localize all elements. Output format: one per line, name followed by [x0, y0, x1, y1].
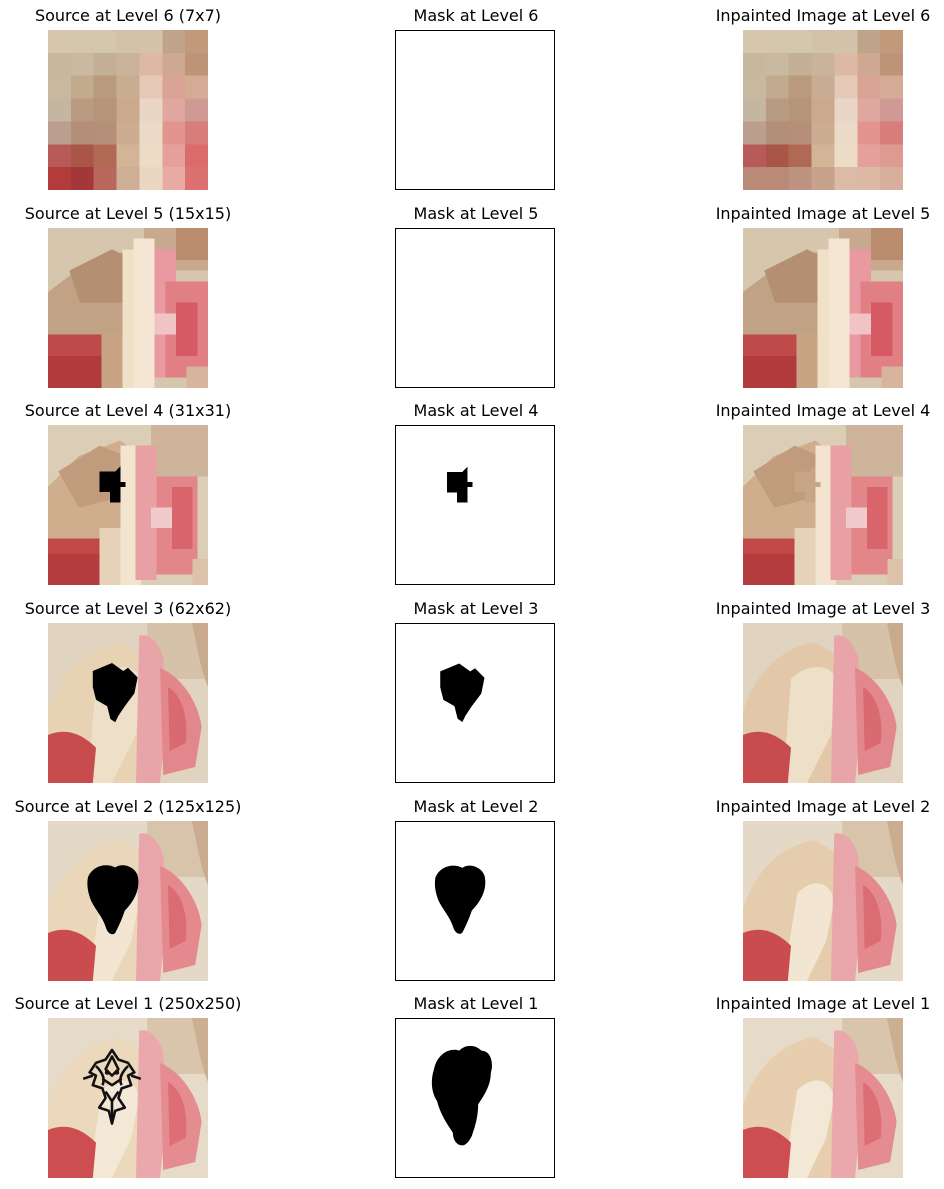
mask-title: Mask at Level 4: [413, 401, 539, 420]
source-image-level-6: [48, 30, 208, 190]
inpainted-image-level-2: [743, 821, 903, 981]
inpainted-image-level-6: [743, 30, 903, 190]
mask-image-level-3: [395, 623, 555, 783]
inpainted-image-level-5: [743, 228, 903, 388]
mask-image-level-5: [395, 228, 555, 388]
tattoo-pattern: [82, 1048, 142, 1125]
mask-title: Mask at Level 1: [413, 994, 539, 1013]
inpainted-image-level-4: [743, 425, 903, 585]
source-title: Source at Level 1 (250x250): [14, 994, 242, 1013]
inpaint-title: Inpainted Image at Level 1: [715, 994, 931, 1013]
source-image-level-2: [48, 821, 208, 981]
mask-title: Mask at Level 6: [413, 6, 539, 25]
inpaint-title: Inpainted Image at Level 3: [715, 599, 931, 618]
source-title: Source at Level 3 (62x62): [24, 599, 232, 618]
mask-image-level-2: [395, 821, 555, 981]
inpaint-title: Inpainted Image at Level 4: [715, 401, 931, 420]
inpainted-image-level-1: [743, 1018, 903, 1178]
inpaint-title: Inpainted Image at Level 2: [715, 797, 931, 816]
source-image-level-5: [48, 228, 208, 388]
source-title: Source at Level 2 (125x125): [14, 797, 242, 816]
inpaint-title: Inpainted Image at Level 6: [715, 6, 931, 25]
source-image-level-4: [48, 425, 208, 585]
source-title: Source at Level 4 (31x31): [24, 401, 232, 420]
source-title: Source at Level 6 (7x7): [34, 6, 222, 25]
mask-title: Mask at Level 3: [413, 599, 539, 618]
source-title: Source at Level 5 (15x15): [24, 204, 232, 223]
mask-title: Mask at Level 2: [413, 797, 539, 816]
inpainted-image-level-3: [743, 623, 903, 783]
mask-title: Mask at Level 5: [413, 204, 539, 223]
mask-image-level-6: [395, 30, 555, 190]
source-image-level-3: [48, 623, 208, 783]
mask-image-level-1: [395, 1018, 555, 1178]
mask-image-level-4: [395, 425, 555, 585]
inpaint-title: Inpainted Image at Level 5: [715, 204, 931, 223]
source-image-level-1: [48, 1018, 208, 1178]
